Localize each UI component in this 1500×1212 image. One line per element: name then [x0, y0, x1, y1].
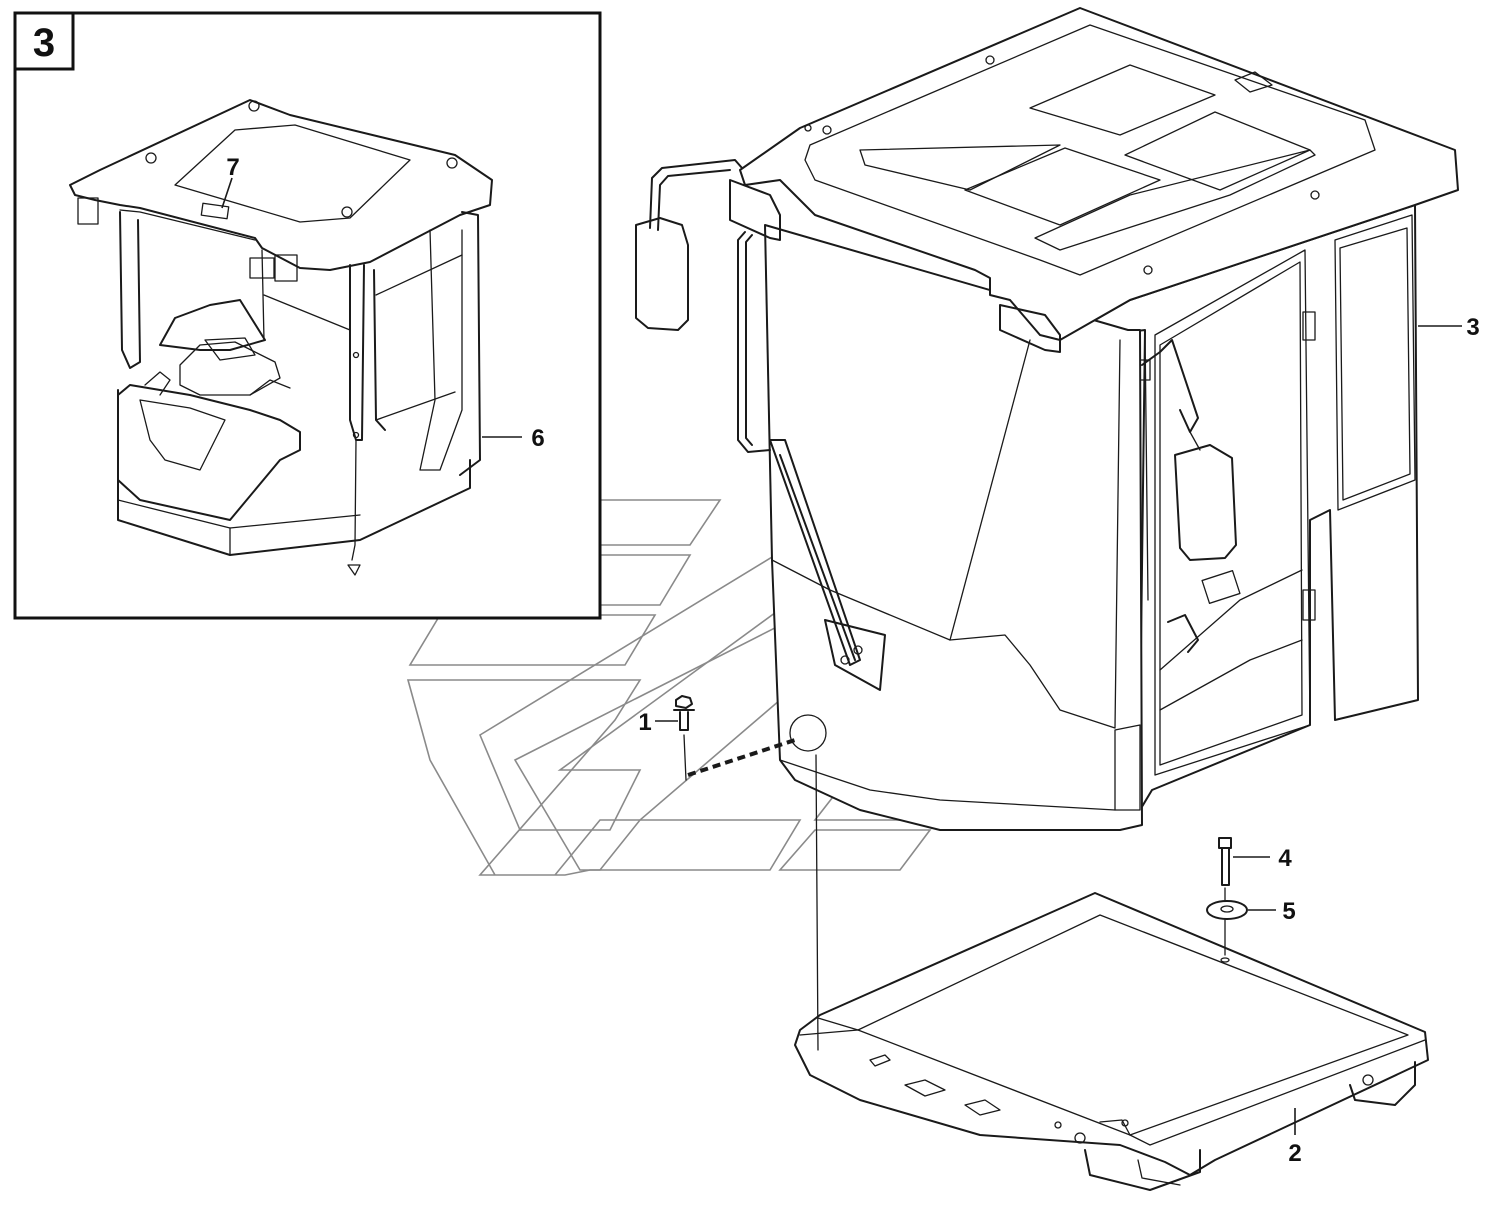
washer-part-5: [1206, 900, 1248, 963]
callout-5: 5: [1282, 898, 1295, 925]
callout-3: 3: [1466, 314, 1479, 341]
alignment-line: [815, 754, 819, 1051]
leader-lines: [221, 177, 1462, 1135]
inset-badge-label: 3: [33, 21, 55, 65]
floor-plate-part-2: [794, 892, 1429, 1191]
callout-2: 2: [1288, 1140, 1301, 1167]
inset-panel: 3: [13, 11, 602, 620]
bolt-part-4: [1218, 837, 1232, 901]
inset-badge: [13, 11, 75, 71]
bolt-part-1: [673, 695, 827, 781]
callout-6: 6: [531, 425, 544, 452]
callout-4: 4: [1278, 845, 1292, 872]
main-cab: [635, 7, 1459, 831]
callout-7: 7: [226, 154, 239, 181]
callout-1: 1: [638, 709, 651, 736]
inset-cab-frame: [69, 99, 493, 576]
callout-labels: 1 2 3 4 5 6 7: [226, 154, 1479, 1167]
